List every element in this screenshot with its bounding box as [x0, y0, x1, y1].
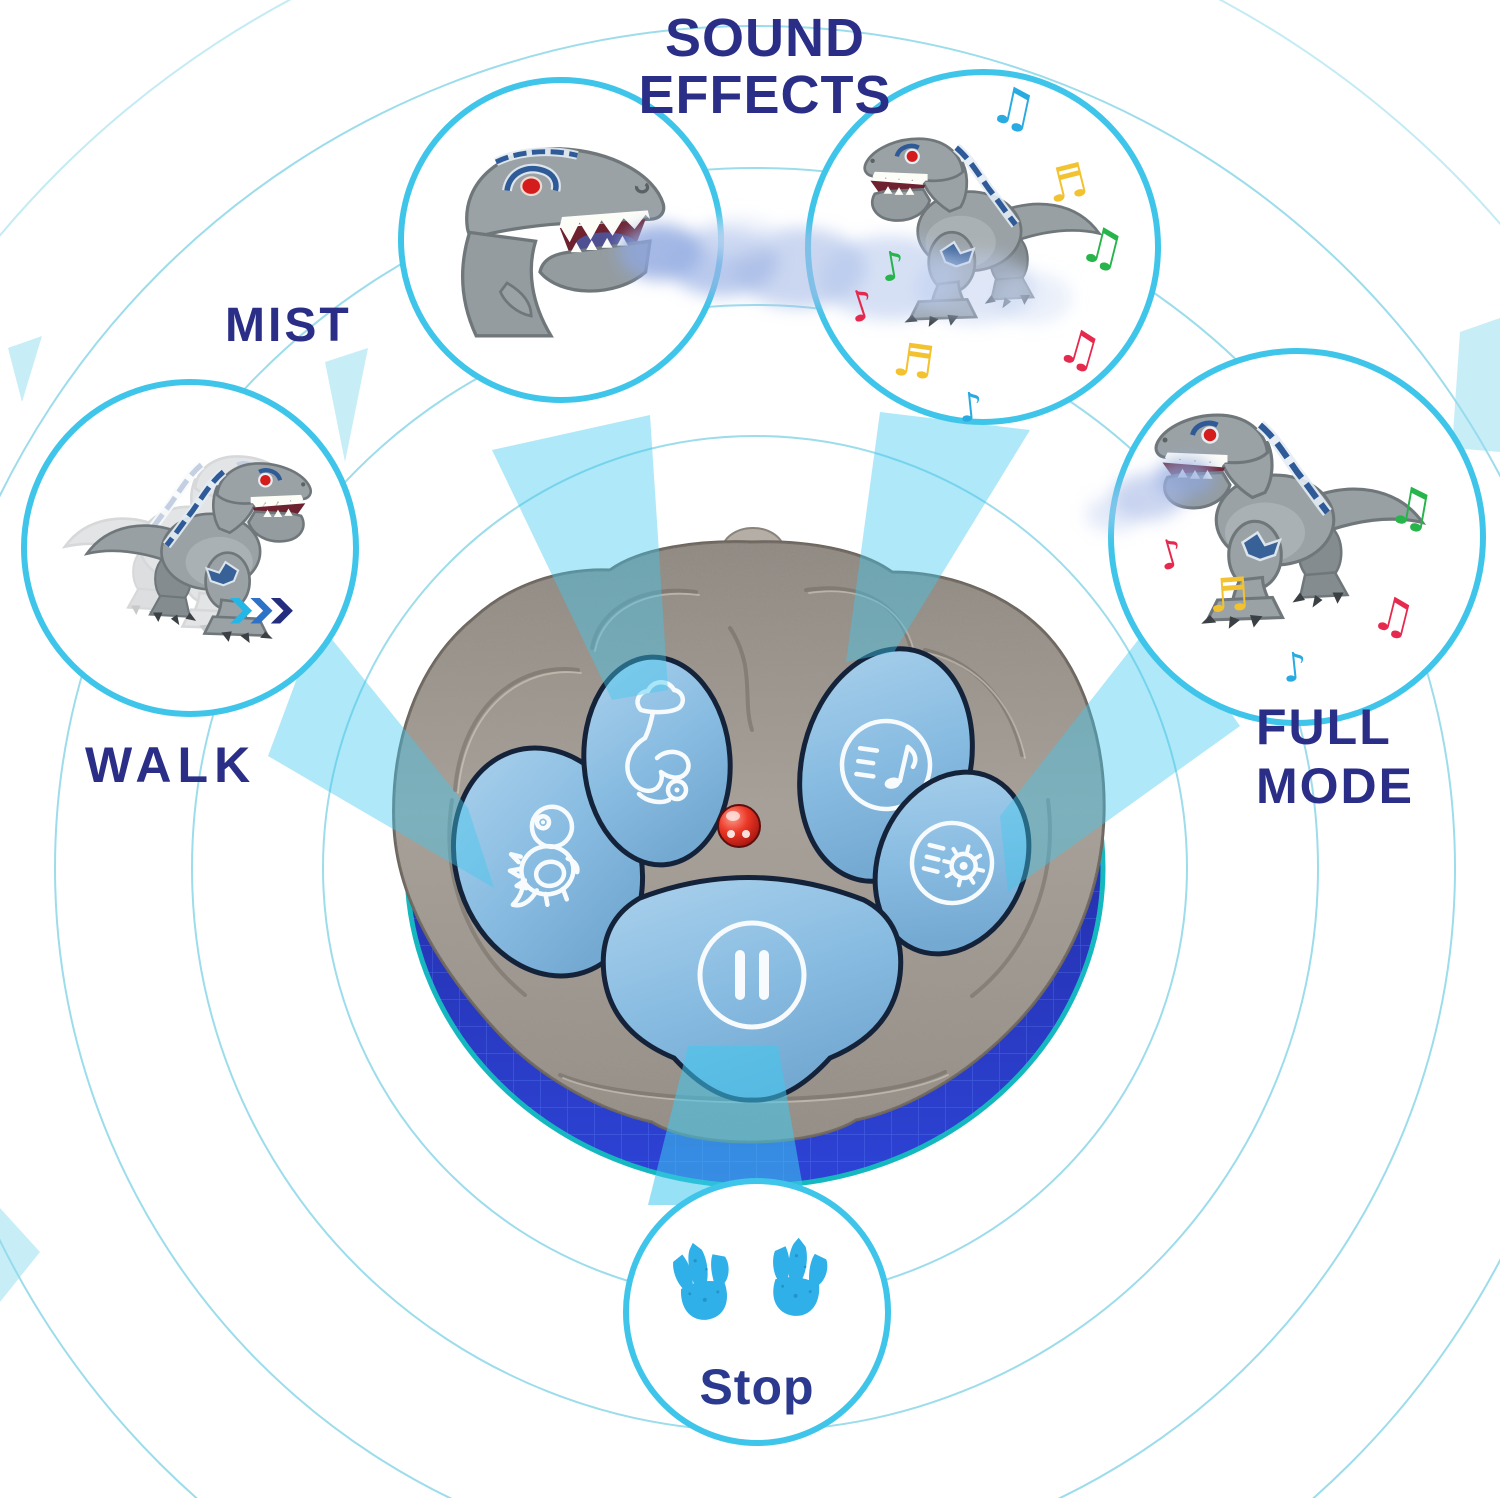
music-note-icon: ♬ — [889, 331, 938, 391]
mist-icon — [625, 680, 691, 805]
sound-effects-label-line2: EFFECTS — [638, 65, 892, 126]
mist-cloud — [1086, 458, 1215, 532]
background-wedges — [0, 318, 1500, 1302]
walk-label: WALK — [85, 737, 257, 793]
full-mode-callout-circle — [1108, 348, 1486, 726]
sound-effects-label-line1: SOUND — [664, 8, 865, 68]
mist-label: MIST — [225, 299, 352, 352]
power-led — [717, 804, 761, 848]
dinosaur-icon — [507, 804, 580, 908]
mist-button[interactable] — [577, 652, 737, 870]
stop-callout-circle — [623, 1178, 891, 1446]
full-mode-button[interactable] — [847, 747, 1057, 978]
remote-controller — [392, 527, 1106, 1144]
sound-beam — [846, 412, 1030, 662]
gear-icon — [909, 820, 995, 906]
stop-button[interactable] — [600, 875, 904, 1103]
pause-icon — [697, 920, 807, 1030]
music-note-icon: ♫ — [1383, 474, 1440, 542]
mist-cloud — [618, 216, 1072, 324]
stop-label: Stop — [699, 1359, 815, 1415]
mist-beam — [492, 415, 668, 700]
music-note-icon: ♪ — [955, 383, 986, 433]
walk-callout-circle — [21, 379, 359, 717]
music-note-icon — [839, 718, 933, 812]
music-note-icon: ♬ — [1206, 566, 1252, 624]
full-mode-label-line1: FULL — [1256, 699, 1392, 755]
stop-beam — [648, 1046, 806, 1205]
music-note-icon: ♪ — [1279, 643, 1310, 693]
walk-beam — [268, 622, 494, 888]
full-mode-label: FULL MODE — [1256, 698, 1414, 816]
full-mode-label-line2: MODE — [1256, 758, 1414, 814]
sound-effects-label: SOUND EFFECTS — [575, 8, 955, 126]
